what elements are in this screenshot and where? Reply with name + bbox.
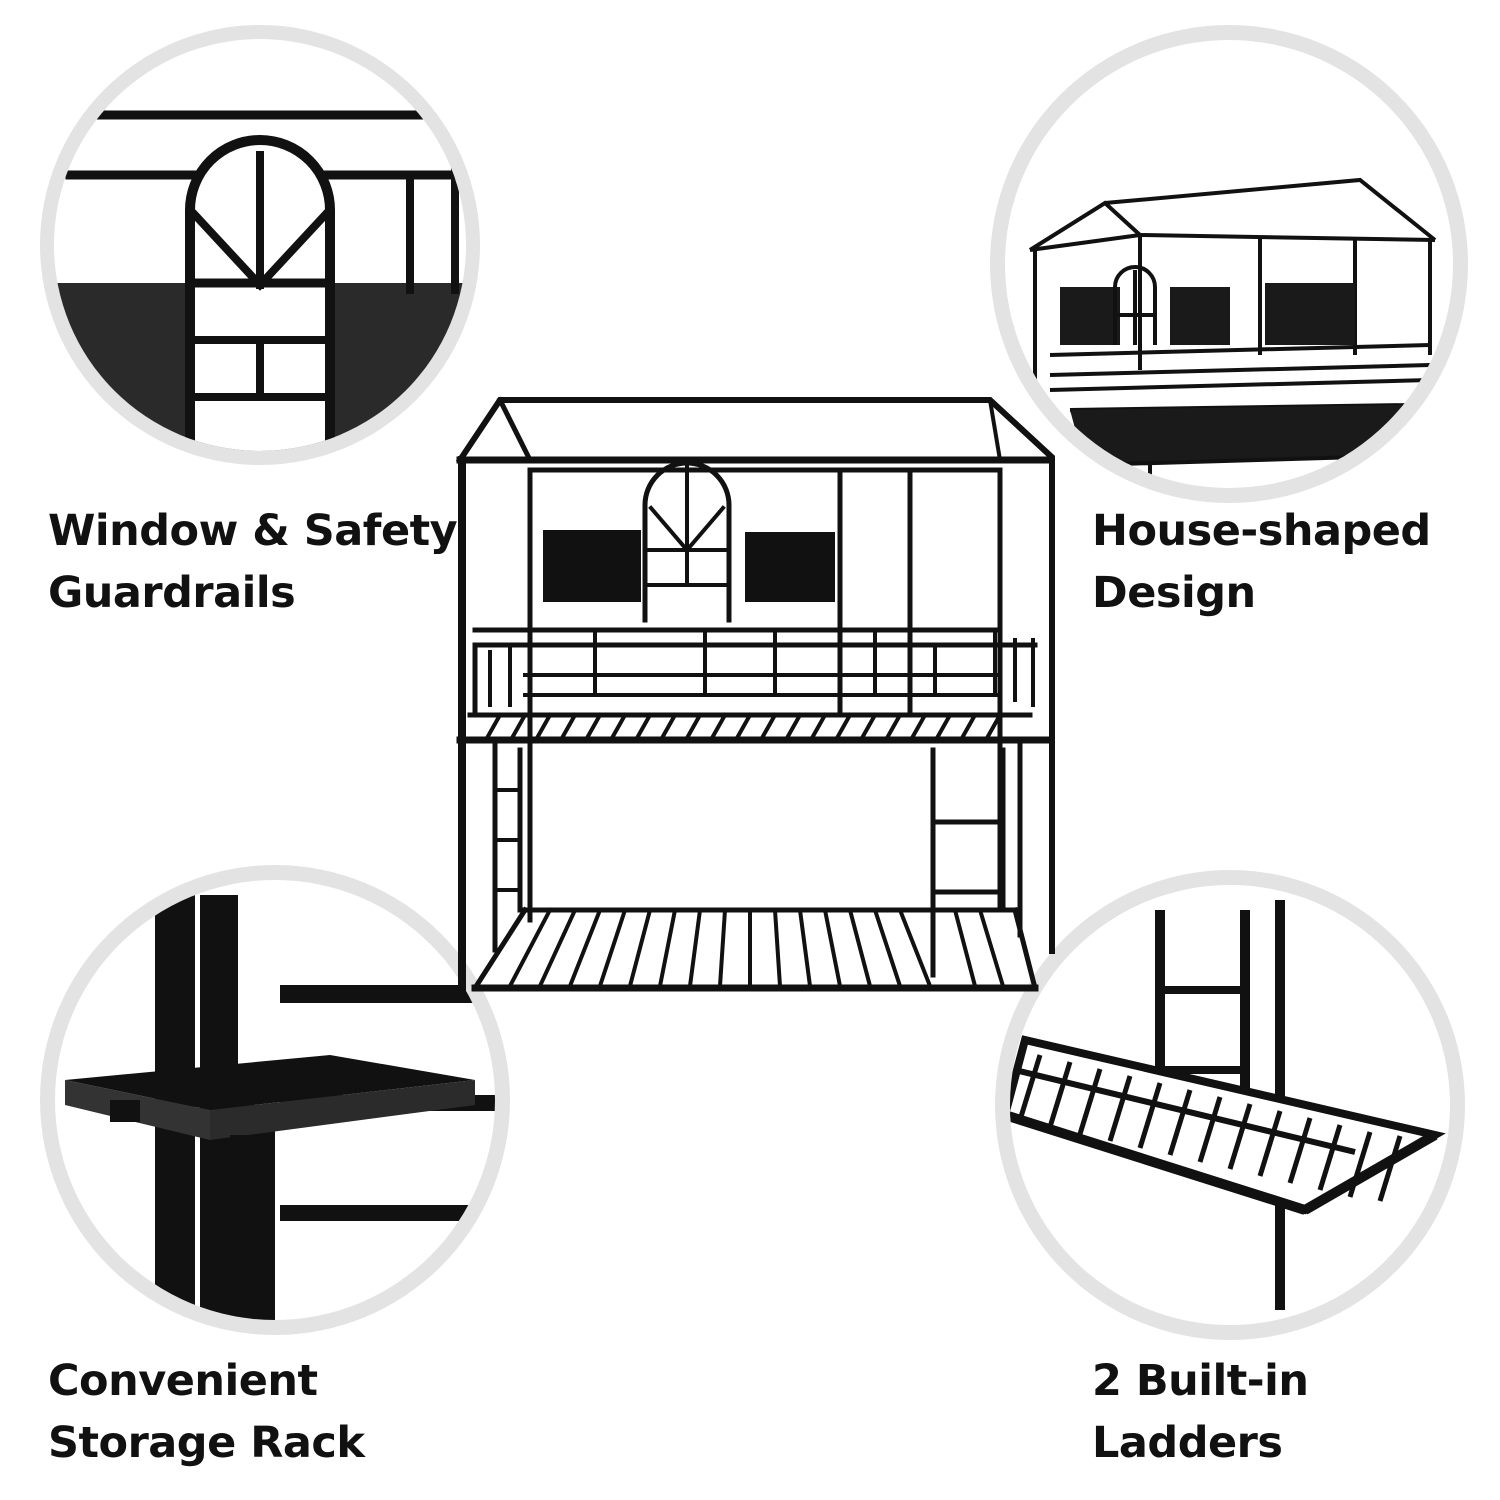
house-bunk-bed-image: [455, 390, 1055, 995]
window-guardrail-closeup-badge: [40, 25, 480, 465]
house-design-caption-line2: Design: [1092, 568, 1256, 618]
storage-rack-closeup-image: [55, 880, 495, 1320]
house-frame-closeup-badge: [990, 25, 1468, 503]
window-guardrails-caption-line1: Window & Safety: [48, 506, 458, 556]
window-guardrails-caption: Window & Safety Guardrails: [48, 500, 458, 624]
storage-rack-caption-line2: Storage Rack: [48, 1418, 365, 1468]
house-frame-closeup-image: [1005, 40, 1453, 488]
ladder-closeup-image: [1010, 885, 1450, 1325]
storage-rack-closeup-badge: [40, 865, 510, 1335]
ladders-caption-line2: Ladders: [1092, 1418, 1283, 1468]
house-design-caption-line1: House-shaped: [1092, 506, 1431, 556]
storage-rack-caption-line1: Convenient: [48, 1356, 318, 1406]
storage-rack-caption: Convenient Storage Rack: [48, 1350, 365, 1474]
window-guardrails-caption-line2: Guardrails: [48, 568, 296, 618]
ladders-caption: 2 Built-in Ladders: [1092, 1350, 1309, 1474]
ladder-closeup-badge: [995, 870, 1465, 1340]
ladders-caption-line1: 2 Built-in: [1092, 1356, 1309, 1406]
house-bunk-bed-drawing: [455, 396, 1055, 994]
window-guardrail-closeup-image: [54, 39, 466, 451]
house-design-caption: House-shaped Design: [1092, 500, 1431, 624]
